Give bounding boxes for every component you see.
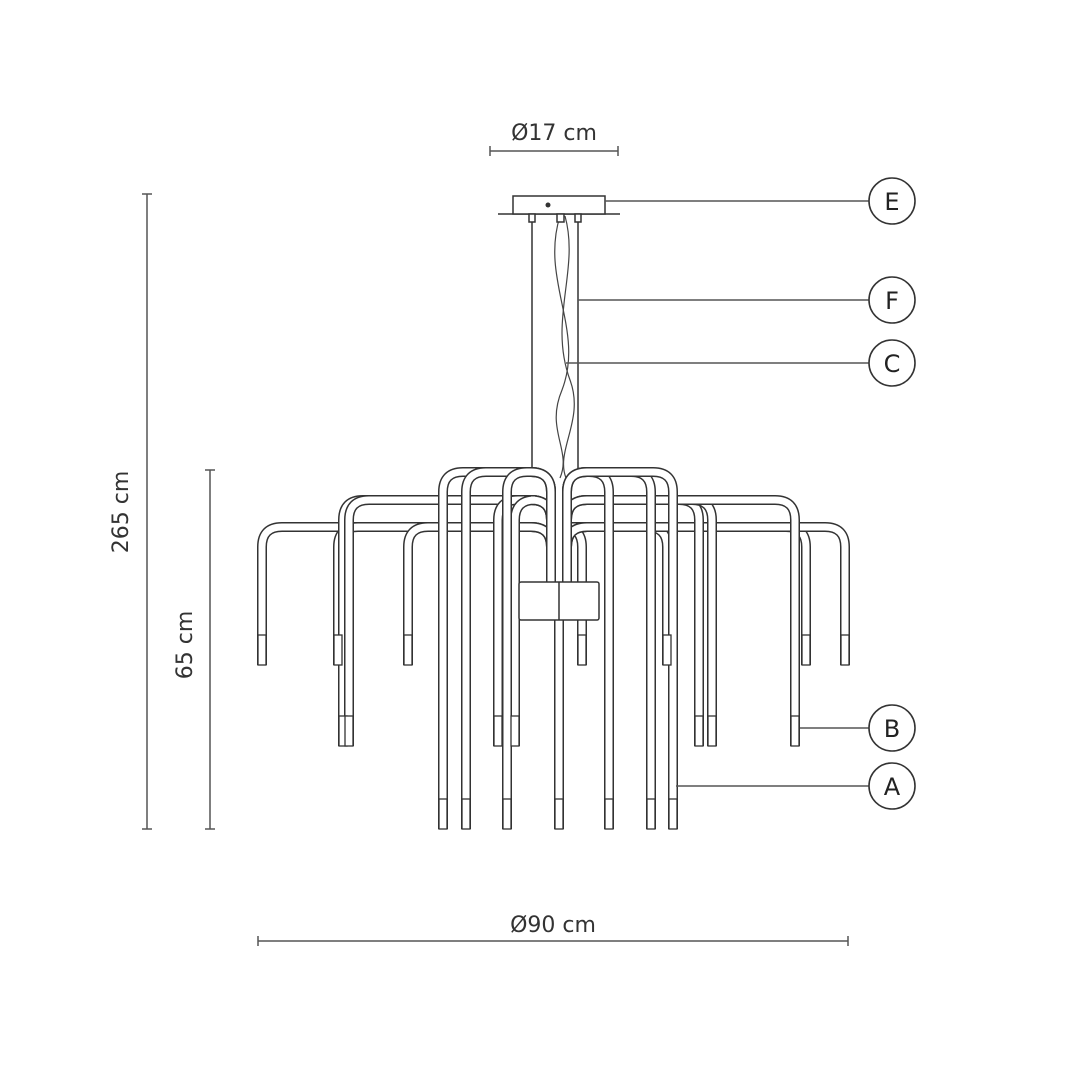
light-tip-17	[502, 798, 512, 830]
total-height-dimension: 265 cm	[109, 193, 152, 830]
arm-fill-21	[563, 468, 677, 829]
arm-fill-13	[563, 496, 716, 746]
overall-diameter-label: Ø90 cm	[510, 913, 596, 938]
body-height-dimension: 65 cm	[173, 469, 215, 830]
ceiling-canopy	[498, 195, 620, 215]
light-tip-19	[604, 798, 614, 830]
light-tip-13	[707, 715, 717, 747]
canopy-diameter-label: Ø17 cm	[511, 121, 597, 146]
arm-fill-6	[563, 523, 810, 665]
lamp-arms	[257, 467, 850, 829]
suspension-cables	[528, 213, 582, 479]
body-height-label: 65 cm	[173, 611, 198, 680]
central-hub	[518, 581, 600, 621]
arm-fill-17	[503, 468, 555, 829]
arm-outline-14	[562, 495, 800, 746]
arm-fill-9	[345, 496, 555, 746]
light-tip-9	[344, 715, 354, 747]
arm-fill-14	[563, 496, 799, 746]
light-tip-1	[257, 634, 267, 666]
total-height-label: 265 cm	[109, 471, 134, 554]
callout-c-label: C	[884, 350, 901, 378]
light-tip-21	[668, 798, 678, 830]
arm-outline-13	[562, 495, 717, 746]
callout-c: C	[868, 339, 916, 387]
light-tip-4	[577, 634, 587, 666]
callout-b: B	[868, 704, 916, 752]
canopy-diameter-dimension: Ø17 cm	[489, 121, 619, 156]
light-tips	[257, 634, 850, 830]
arm-outline-9	[344, 495, 556, 746]
callout-f: F	[868, 276, 916, 324]
light-tip-11	[510, 715, 520, 747]
overall-diameter-dimension: Ø90 cm	[257, 913, 849, 946]
light-tip-12	[694, 715, 704, 747]
callout-f-label: F	[885, 287, 899, 315]
callout-e-label: E	[884, 188, 899, 216]
light-tip-3	[403, 634, 413, 666]
light-tip-2	[333, 634, 343, 666]
callout-leaders	[566, 200, 869, 787]
light-tip-6	[801, 634, 811, 666]
callout-e: E	[868, 177, 916, 225]
light-tip-18	[554, 798, 564, 830]
light-tip-5	[662, 634, 672, 666]
arm-outline-6	[562, 522, 811, 665]
callout-a: A	[868, 762, 916, 810]
callout-b-label: B	[884, 715, 900, 743]
light-tip-7	[840, 634, 850, 666]
light-tip-14	[790, 715, 800, 747]
light-tip-10	[493, 715, 503, 747]
light-tip-15	[438, 798, 448, 830]
callout-a-label: A	[884, 773, 901, 801]
light-tip-20	[646, 798, 656, 830]
light-tip-16	[461, 798, 471, 830]
